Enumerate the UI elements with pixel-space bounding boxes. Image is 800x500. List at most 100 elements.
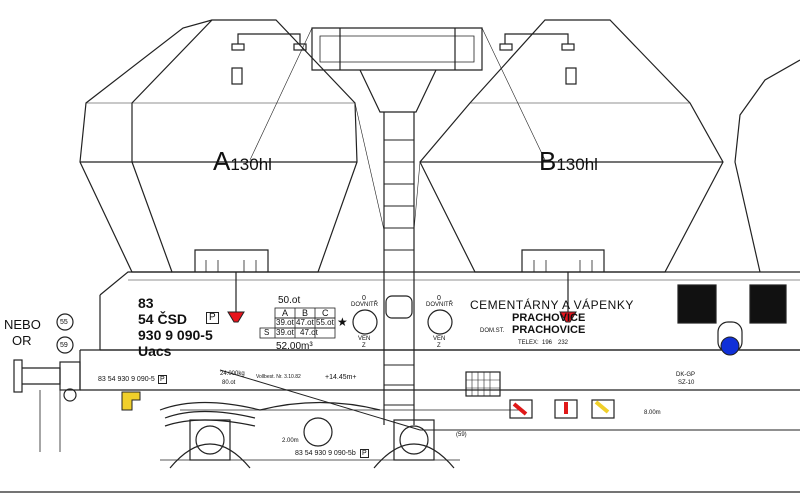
- hopper-a-volume: 130hl: [230, 155, 272, 174]
- hopper-a-label: A130hl: [213, 148, 272, 174]
- outlet-a-valve: [227, 311, 245, 323]
- table-r1-b: 47.ot: [296, 318, 314, 327]
- left-note-line1: NEBO: [4, 317, 41, 332]
- owner-telex-2: 232: [558, 340, 569, 346]
- outlet-b-valve: [559, 311, 577, 323]
- owner-telex-label: TELEX:: [518, 340, 539, 346]
- leaf-spring-top: [159, 401, 381, 411]
- table-header-c: C: [322, 308, 329, 318]
- walkway-frame: [311, 27, 483, 71]
- wheel-left: [169, 443, 251, 469]
- side-valve-right: [427, 309, 453, 335]
- table-r2-b: 47.ot: [300, 328, 318, 337]
- hopper-a-letter: A: [213, 146, 231, 176]
- marking-line4: Uacs: [138, 343, 172, 359]
- ladder-step-box: [385, 295, 413, 319]
- marking-line2: 54 ČSD: [138, 311, 188, 327]
- frame-number: 83 54 930 9 090-5: [98, 376, 155, 383]
- lever-box-1: [509, 399, 533, 419]
- frame-code1: DK-GP: [676, 372, 696, 378]
- hopper-b-label: B130hl: [539, 148, 598, 174]
- load-volume: 52.00m³: [276, 341, 313, 352]
- marking-line3: 930 9 090-5: [138, 327, 213, 343]
- owner-station2: PRACHOVICE: [512, 324, 586, 336]
- table-r1-c: 55.ot: [316, 318, 334, 327]
- table-r1-a: 39.ot: [276, 318, 294, 327]
- valve-right-top: 0: [437, 295, 441, 302]
- leaf-spring: [164, 419, 256, 427]
- side-valve-left: [352, 309, 378, 335]
- next-hopper-edge: [734, 59, 800, 273]
- outlet-b-box: [521, 249, 605, 272]
- frame-dist1: 8.00m: [644, 410, 661, 416]
- filler-cap: [231, 43, 245, 51]
- buffer-body: [22, 367, 61, 385]
- hopper-b-outline: [419, 19, 724, 273]
- frame-box: P: [158, 375, 167, 384]
- valve-right-label: DOVNITŘ: [426, 302, 453, 308]
- lever-box-3: [591, 399, 615, 419]
- axle-right: [399, 425, 429, 455]
- brake-lever-3: [594, 400, 610, 414]
- left-note-line2: OR: [12, 333, 32, 348]
- valve-left-label: DOVNITŘ: [351, 302, 378, 308]
- filler-cap: [499, 43, 513, 51]
- vent-grille: [465, 371, 501, 397]
- buffer-plate: [13, 359, 23, 393]
- code-circle-2: [56, 336, 74, 354]
- walkway-inner: [319, 35, 475, 63]
- frame-length: +14.45m+: [325, 374, 357, 381]
- frame-weight-bottom: 80.ot: [222, 380, 236, 386]
- filler-port: [565, 67, 577, 85]
- frame-weight-top: 24.000kg: [220, 371, 245, 377]
- marking-box-p: P: [206, 312, 219, 324]
- valve-right-bottom2: Z: [437, 343, 441, 349]
- hopper-b-letter: B: [539, 146, 557, 176]
- owner-station-prefix: DOM.ST.: [480, 328, 505, 334]
- filler-cap: [561, 43, 575, 51]
- left-circle-1-text: 55: [60, 319, 68, 326]
- hopper-a-filler-left: [237, 33, 301, 44]
- bogie-box: P: [360, 449, 369, 458]
- leaf-spring: [164, 410, 256, 419]
- info-plate-2: [749, 284, 787, 324]
- hopper-b-volume: 130hl: [556, 155, 598, 174]
- hopper-a-left-side: [79, 19, 213, 273]
- ladder-head: [359, 69, 437, 113]
- table-header-a: A: [282, 308, 289, 318]
- table-r2-a: 39.ot: [276, 328, 294, 337]
- hopper-a-outline: [131, 19, 358, 273]
- bogie-number: 83 54 930 9 090-5b: [295, 450, 356, 457]
- valve-right-bottom1: VEN: [433, 336, 446, 342]
- bogie-center-disc: [303, 417, 333, 447]
- table-star: ★: [337, 315, 348, 329]
- indicator-blue: [720, 336, 740, 356]
- load-top-value: 50.ot: [278, 295, 301, 306]
- wheel-right: [373, 443, 455, 469]
- table-r2-label: S: [264, 328, 270, 337]
- frame-dist2: 2.00m: [282, 438, 299, 444]
- valve-left-bottom1: VEN: [358, 336, 371, 342]
- valve-left-top: 0: [362, 295, 366, 302]
- axle-left: [195, 425, 225, 455]
- frame-slope: [219, 369, 800, 431]
- hopper-b-filler: [504, 33, 569, 44]
- body-top-edge: [99, 271, 800, 296]
- buffer-housing: [59, 361, 81, 391]
- owner-company: CEMENTÁRNY A VÁPENKY: [470, 298, 634, 312]
- info-plate-1: [677, 284, 717, 324]
- left-circle-2-text: 59: [60, 342, 68, 349]
- step-bar: [39, 390, 61, 452]
- frame-code2: SZ-10: [678, 380, 695, 386]
- owner-telex-1: 196: [542, 340, 553, 346]
- label-59: (59): [456, 432, 467, 438]
- marking-line1: 83: [138, 295, 154, 311]
- filler-port: [231, 67, 243, 85]
- coupling-pin: [63, 388, 77, 402]
- filler-cap: [293, 43, 307, 51]
- table-header-b: B: [302, 308, 309, 318]
- brake-lever-1: [512, 402, 528, 416]
- valve-left-bottom2: Z: [362, 343, 366, 349]
